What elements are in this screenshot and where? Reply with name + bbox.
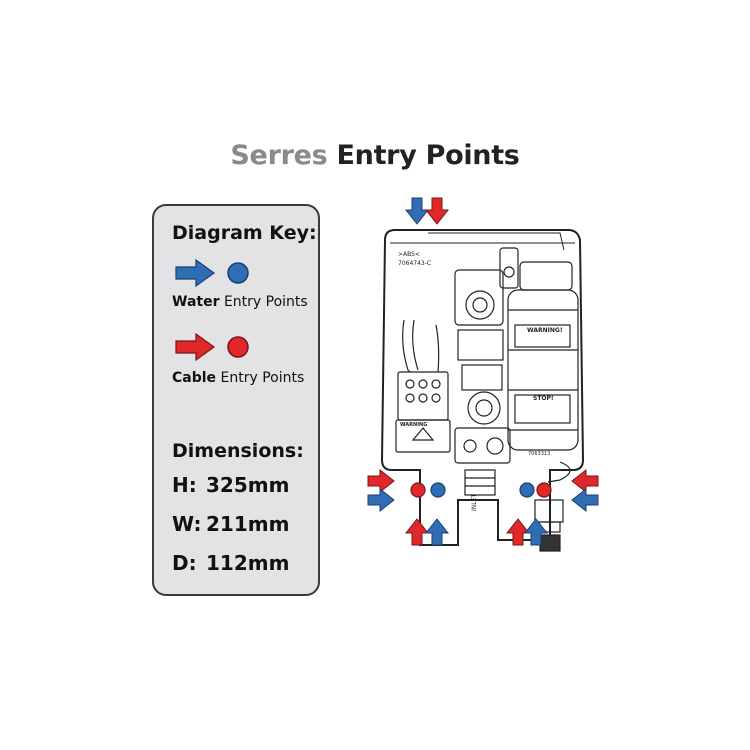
svg-text:>ABS<: >ABS<: [398, 251, 420, 258]
right-water-entry-dot: [519, 482, 535, 498]
svg-text:7063313: 7063313: [528, 451, 550, 457]
heater-tank: [507, 261, 579, 552]
diagram-key-heading: Diagram Key:: [172, 222, 317, 244]
dimension-width: W:211mm: [172, 512, 290, 536]
left-water-entry-dot: [430, 482, 446, 498]
tank-labels: WARNING! STOP! 7063313: [527, 327, 563, 457]
top-water-arrow-icon: [405, 197, 429, 225]
dimension-height: H:325mm: [172, 473, 290, 497]
left-cable-arrow-icon: [367, 469, 395, 493]
svg-text:WARNING!: WARNING!: [527, 327, 563, 334]
title-brand: Serres: [230, 140, 328, 171]
svg-text:STOP!: STOP!: [533, 395, 554, 402]
right-cable-entry-dot: [536, 482, 552, 498]
page-title: Serres Entry Points: [0, 140, 750, 171]
water-dot-icon: [227, 262, 249, 284]
cable-arrow-icon: [175, 332, 216, 362]
svg-text:7064743-C: 7064743-C: [398, 260, 431, 267]
right-water-arrow-icon: [571, 488, 599, 512]
left-water-arrow-icon: [367, 488, 395, 512]
top-cable-arrow-icon: [425, 197, 449, 225]
unit-casing: [380, 229, 585, 546]
title-rest: Entry Points: [336, 140, 520, 171]
water-legend-label: Water Entry Points: [172, 294, 308, 310]
cable-legend-label: Cable Entry Points: [172, 370, 305, 386]
diagram-key-panel: Diagram Key: Water Entry Points Cable En…: [152, 204, 320, 596]
bottom-left-cable-arrow-icon: [405, 518, 429, 546]
unit-top-left-labels: >ABS< 7064743-C: [398, 251, 431, 267]
water-legend-symbol: [174, 258, 304, 298]
bottom-left-water-arrow-icon: [425, 518, 449, 546]
terminal-block: [395, 319, 451, 453]
dimension-depth: D:112mm: [172, 551, 290, 575]
right-cable-arrow-icon: [571, 469, 599, 493]
water-arrow-icon: [175, 258, 216, 288]
left-cable-entry-dot: [410, 482, 426, 498]
dimensions-heading: Dimensions:: [172, 440, 304, 462]
inlet-label: INLET: [471, 494, 478, 511]
cable-legend-symbol: [174, 332, 304, 372]
warning-label-left: WARNING: [400, 422, 427, 428]
valve-assembly: [454, 247, 519, 496]
cable-dot-icon: [227, 336, 249, 358]
